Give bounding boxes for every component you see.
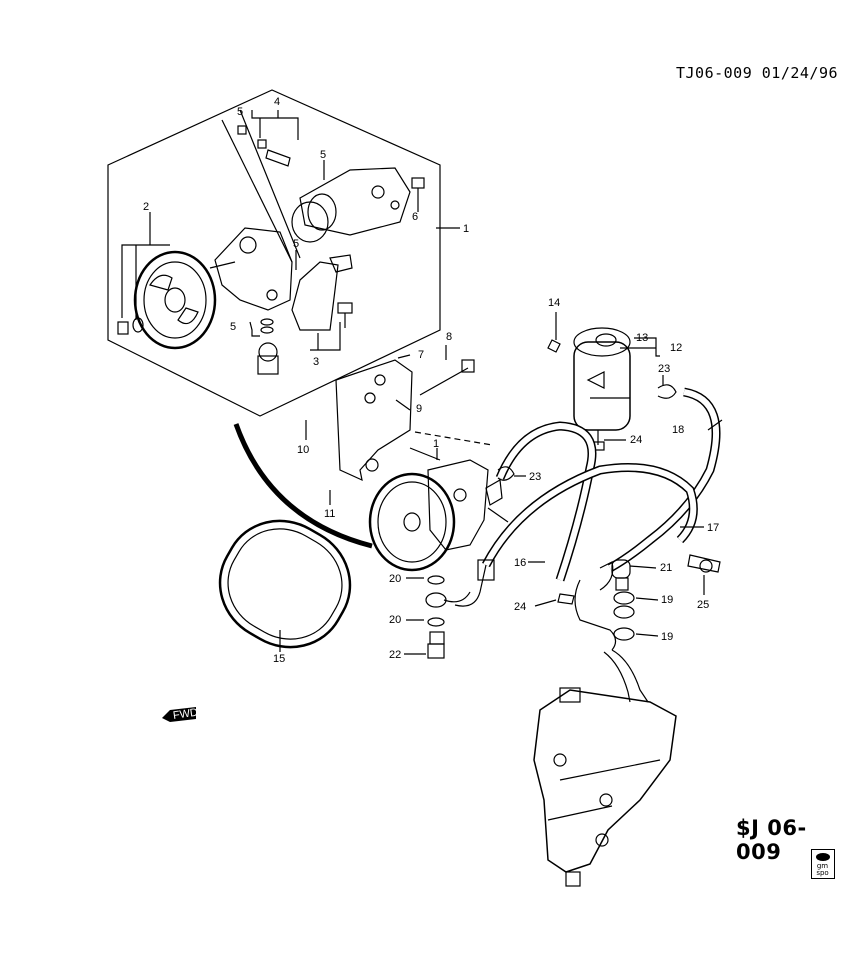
callout-25: 25	[697, 599, 709, 611]
pressure-hose	[482, 463, 698, 568]
callout-22: 22	[389, 649, 401, 661]
drive-belt	[218, 519, 352, 649]
callout-11: 11	[324, 508, 335, 520]
diagram-code: $J 06-009	[736, 816, 807, 864]
callout-13: 13	[636, 332, 648, 344]
callout-23: 23	[658, 363, 670, 375]
callout-19: 19	[661, 594, 673, 606]
lower-pump-body	[427, 459, 509, 551]
inset-pulley	[133, 250, 217, 350]
fluid-reservoir	[573, 327, 631, 451]
callout-5: 5	[320, 149, 326, 161]
supply-hose	[495, 421, 597, 582]
callout-21: 21	[660, 562, 672, 574]
inset-pump-body	[209, 227, 293, 311]
callout-10: 10	[297, 444, 309, 456]
callout-1: 1	[433, 438, 439, 450]
callout-20: 20	[389, 573, 401, 585]
callout-16: 16	[514, 557, 526, 569]
callout-15: 15	[273, 653, 285, 665]
callout-4: 4	[274, 96, 280, 108]
callout-23: 23	[529, 471, 541, 483]
forward-direction-icon: FWD	[162, 707, 198, 722]
lower-pump-bracket	[335, 359, 475, 482]
callout-24: 24	[630, 434, 642, 446]
belt-routing-line	[233, 423, 373, 549]
steering-gear-box	[533, 687, 677, 887]
callout-8: 8	[446, 331, 452, 343]
callout-12: 12	[670, 342, 682, 354]
callout-14: 14	[548, 297, 560, 309]
pump-detail-inset	[107, 89, 441, 417]
callout-9: 9	[416, 403, 422, 415]
callout-7: 7	[418, 349, 424, 361]
callout-24: 24	[514, 601, 526, 613]
fwd-label: FWD	[172, 707, 198, 722]
inset-pump-housing	[291, 167, 411, 243]
badge-top-text: gm	[816, 862, 829, 870]
callout-20: 20	[389, 614, 401, 626]
return-hose	[607, 387, 721, 572]
lower-pulley	[368, 472, 456, 572]
callout-3: 3	[313, 356, 319, 368]
callout-19: 19	[661, 631, 673, 643]
gm-spo-logo: gm spo	[811, 849, 835, 879]
callout-5: 5	[293, 238, 299, 250]
callout-17: 17	[707, 522, 719, 534]
callout-2: 2	[143, 201, 149, 213]
diagram-reference-id: TJ06-009 01/24/96	[676, 64, 839, 82]
callout-18: 18	[672, 424, 684, 436]
callout-1: 1	[463, 223, 469, 235]
badge-bottom-text: spo	[816, 869, 829, 877]
callout-5: 5	[230, 321, 236, 333]
callout-6: 6	[412, 211, 418, 223]
callout-5: 5	[237, 106, 243, 118]
